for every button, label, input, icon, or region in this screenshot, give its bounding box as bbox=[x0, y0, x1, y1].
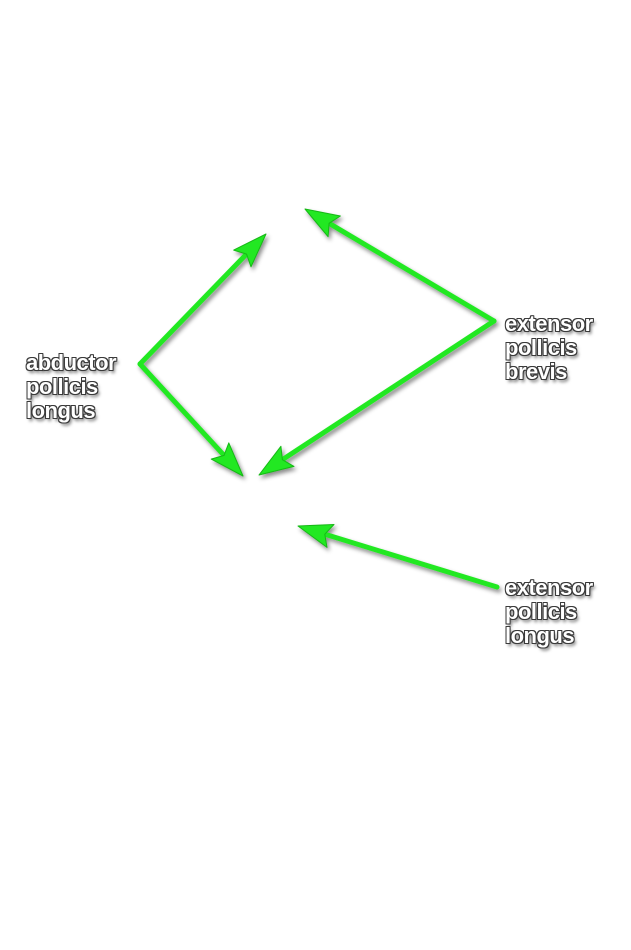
arrow-apl-upper-shaft bbox=[137, 253, 248, 367]
label-extensor-pollicis-longus: extensor pollicis longus bbox=[505, 576, 593, 648]
arrow-epb-upper-head bbox=[304, 208, 341, 238]
label-line: longus bbox=[505, 623, 575, 648]
arrow-epl-shaft bbox=[324, 532, 500, 590]
label-abductor-pollicis-longus: abductor pollicis longus bbox=[26, 350, 117, 423]
arrow-epb-lower-shaft bbox=[281, 318, 497, 462]
label-line: pollicis bbox=[26, 374, 98, 399]
label-line: pollicis bbox=[505, 335, 577, 360]
label-line: brevis bbox=[505, 359, 567, 384]
label-line: pollicis bbox=[505, 599, 577, 624]
arrow-layer bbox=[137, 208, 500, 590]
arrow-epb-upper-shaft bbox=[328, 221, 497, 324]
label-line: extensor bbox=[505, 575, 593, 600]
label-line: abductor bbox=[26, 350, 117, 375]
arrow-apl-lower-shaft bbox=[137, 361, 226, 457]
arrow-apl-lower-head bbox=[210, 442, 244, 477]
arrow-epb-lower-head bbox=[258, 445, 295, 476]
arrow-epl-head bbox=[297, 524, 335, 548]
label-line: longus bbox=[26, 398, 96, 423]
arrow-apl-upper-head bbox=[233, 233, 267, 268]
label-line: extensor bbox=[505, 311, 593, 336]
label-extensor-pollicis-brevis: extensor pollicis brevis bbox=[505, 312, 593, 384]
